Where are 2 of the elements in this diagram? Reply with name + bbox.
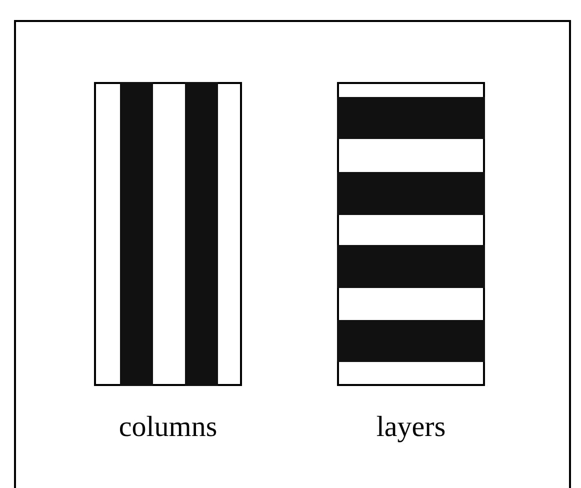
pattern-caption: layers — [376, 410, 446, 444]
pattern-caption: columns — [118, 410, 218, 444]
